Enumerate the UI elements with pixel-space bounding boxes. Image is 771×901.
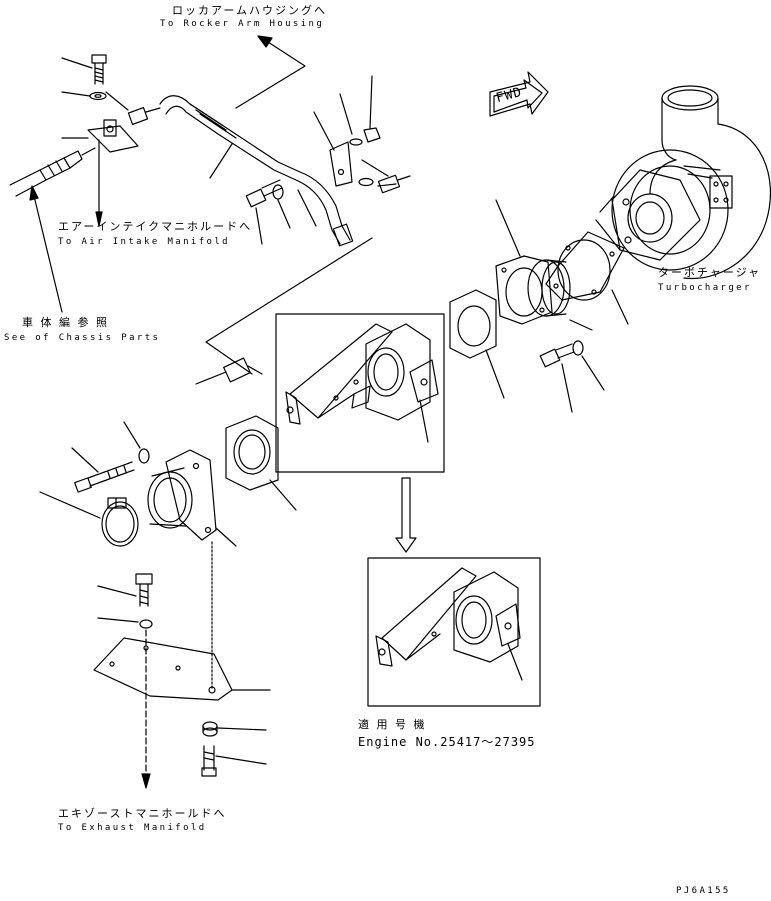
top-left-bolt [61, 54, 107, 85]
turbo-label-jp: ターボチャージャ [658, 266, 762, 279]
chassis-label-jp: 車 体 編 参 照 [22, 316, 109, 329]
bracket-washer [97, 617, 153, 629]
plate-nut [202, 721, 267, 737]
chassis-arrow [29, 185, 63, 313]
boxed-assembly-bottom [367, 557, 541, 707]
exhaust-label-en: To Exhaust Manifold [58, 823, 207, 833]
turbo-flange-adapter [495, 199, 571, 325]
chassis-label-en: See of Chassis Parts [4, 333, 161, 343]
plate-bolt [201, 745, 267, 777]
mounting-plate [93, 629, 271, 789]
engine-number-label: Engine No.25417〜27395 [358, 735, 536, 749]
hose-clamp [39, 491, 139, 547]
washer-small [123, 421, 150, 464]
turbo-elbow-fitting [195, 357, 263, 385]
center-bolt [245, 179, 317, 245]
rocker-label-en: To Rocker Arm Housing [160, 19, 325, 29]
exhaust-elbow [147, 449, 237, 689]
gasket-1 [449, 289, 505, 399]
applicable-label-jp: 適 用 号 機 [358, 718, 427, 731]
top-left-washer [61, 91, 107, 101]
intake-leader [209, 143, 233, 179]
exhaust-label-jp: エキゾーストマニホールドへ [58, 807, 227, 820]
rocker-label-jp: ロッカアームハウジングへ [172, 4, 328, 17]
oil-pipe [159, 95, 354, 247]
long-bolt [71, 447, 135, 493]
intake-label-jp: エアーインテイクマニホルードへ [58, 220, 253, 233]
turbo-label-en: Turbocharger [658, 283, 752, 293]
rocker-arrow [235, 35, 306, 109]
turbocharger [595, 85, 771, 280]
drawing-code: PJ6A155 [676, 886, 731, 896]
flange-bolt-washer [539, 319, 605, 413]
hose-bracket [61, 119, 139, 227]
fwd-arrow [489, 71, 549, 117]
turbo-gasket [545, 231, 629, 325]
small-elbow-fitting [105, 91, 161, 125]
pipe-clamp-bracket [313, 111, 353, 187]
down-arrow [395, 477, 417, 553]
gasket-2 [225, 415, 297, 511]
right-bolt-washer-set [339, 75, 411, 194]
bracket-bolt [97, 573, 153, 607]
leader-to-elbow [205, 237, 373, 375]
intake-label-en: To Air Intake Manifold [58, 237, 231, 247]
hose-end-fitting [9, 147, 96, 197]
boxed-assembly-top [275, 313, 445, 473]
